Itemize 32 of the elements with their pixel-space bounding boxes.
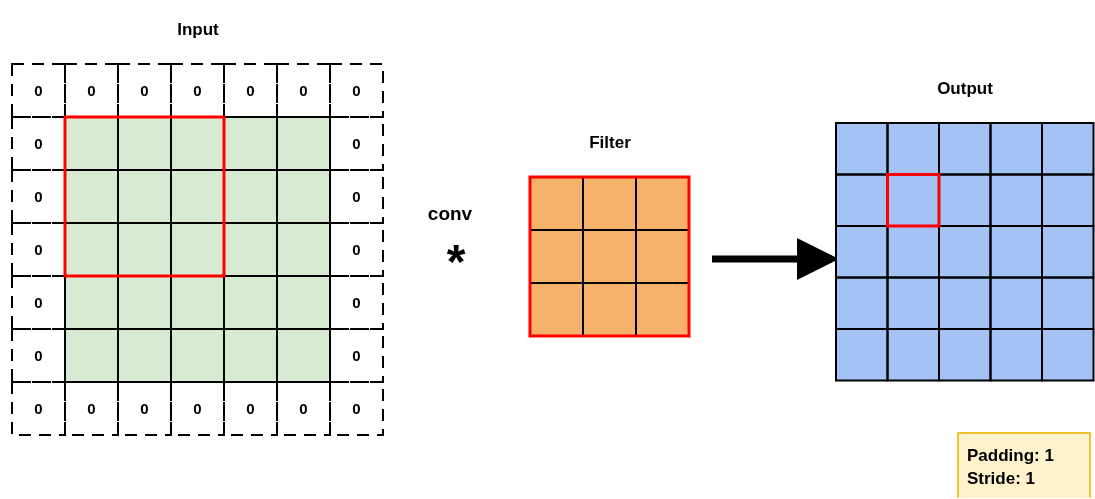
cell-value: 0 [33,399,44,419]
cell-value: 0 [33,81,44,101]
cell-value: 0 [33,240,44,260]
operation-label: conv [427,203,473,223]
cell-value: 0 [298,399,309,419]
grid-title: Input [176,20,220,40]
cell-value: 0 [33,187,44,207]
cell-value: 0 [351,399,362,419]
note-box [957,432,1091,498]
cell-value: 0 [86,399,97,419]
cell-value: 0 [33,293,44,313]
cell-value: 0 [351,134,362,154]
cell-value: 0 [86,81,97,101]
cell-value: 0 [298,81,309,101]
cell-value: 0 [351,293,362,313]
cell-value: 0 [192,399,203,419]
convolution-symbol: * [446,238,466,286]
cell-value: 0 [351,240,362,260]
note-text: Stride: 1 [967,468,1037,490]
cell-value: 0 [139,399,150,419]
note-text: Padding: 1 [967,445,1055,467]
cell-value: 0 [33,346,44,366]
cell-value: 0 [245,81,256,101]
cell-value: 0 [192,81,203,101]
cell-value: 0 [351,187,362,207]
cell-value: 0 [351,81,362,101]
grid-title: Output [936,79,994,99]
cell-value: 0 [245,399,256,419]
cell-value: 0 [351,346,362,366]
cell-value: 0 [33,134,44,154]
grid-title: Filter [588,133,632,153]
cell-value: 0 [139,81,150,101]
